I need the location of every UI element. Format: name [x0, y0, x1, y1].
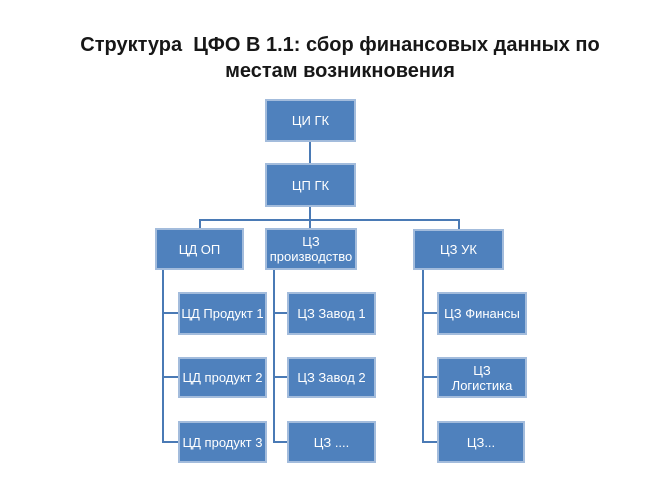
connector-root-to-cpgk — [309, 142, 311, 163]
org-node-branch-2: ЦЗ производство — [265, 228, 357, 270]
connector-stub — [422, 441, 437, 443]
org-node-branch-3-child-3: ЦЗ... — [437, 421, 525, 463]
org-node-branch-2-child-3: ЦЗ .... — [287, 421, 376, 463]
org-node-branch-3-child-1: ЦЗ Финансы — [437, 292, 527, 335]
connector-stub — [422, 312, 437, 314]
connector-stub — [162, 376, 178, 378]
connector-drop-branch-2 — [309, 219, 311, 228]
connector-drop-branch-3 — [458, 219, 460, 229]
connector-stub — [162, 441, 178, 443]
connector-drop-branch-1 — [199, 219, 201, 228]
org-node-branch-3-child-2: ЦЗ Логистика — [437, 357, 527, 398]
org-node-branch-1-child-1: ЦД Продукт 1 — [178, 292, 267, 335]
connector-hang-branch-2 — [273, 270, 275, 443]
connector-stub — [162, 312, 178, 314]
connector-hang-branch-3 — [422, 270, 424, 443]
connector-hang-branch-1 — [162, 270, 164, 443]
org-node-root: ЦИ ГК — [265, 99, 356, 142]
org-node-branch-1: ЦД ОП — [155, 228, 244, 270]
org-node-branch-3: ЦЗ УК — [413, 229, 504, 270]
connector-cpgk-down — [309, 207, 311, 220]
connector-stub — [273, 441, 287, 443]
connector-stub — [422, 376, 437, 378]
org-node-branch-2-child-1: ЦЗ Завод 1 — [287, 292, 376, 335]
connector-stub — [273, 312, 287, 314]
connector-branch-horizontal — [199, 219, 459, 221]
org-node-cp-gk: ЦП ГК — [265, 163, 356, 207]
org-node-branch-1-child-3: ЦД продукт 3 — [178, 421, 267, 463]
connector-stub — [273, 376, 287, 378]
org-node-branch-1-child-2: ЦД продукт 2 — [178, 357, 267, 398]
slide-title: Структура ЦФО В 1.1: сбор финансовых дан… — [80, 34, 606, 82]
org-node-branch-2-child-2: ЦЗ Завод 2 — [287, 357, 376, 398]
